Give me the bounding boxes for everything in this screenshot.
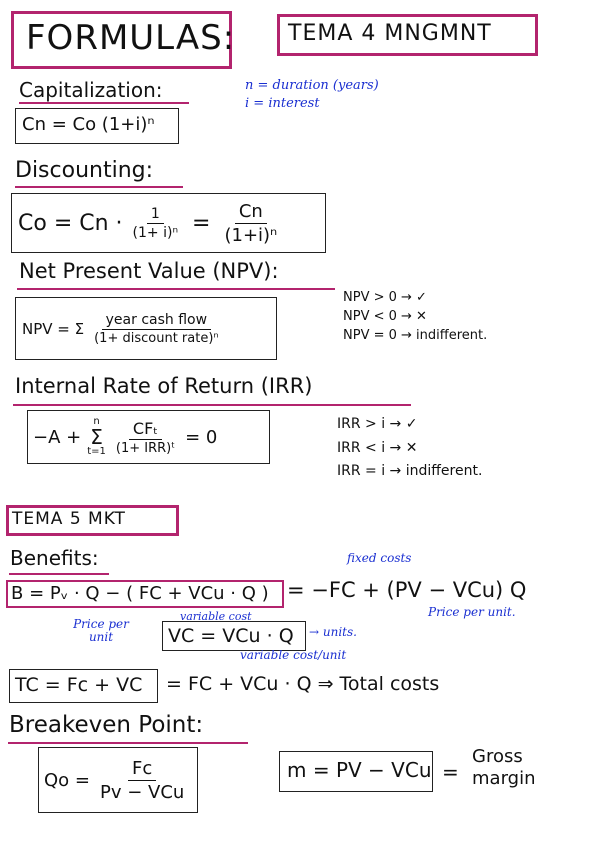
- discounting-frac1-den: (1+ i)ⁿ: [132, 224, 179, 241]
- irr-rule-greater: IRR > i → ✓: [337, 416, 418, 432]
- discounting-lhs: Co = Cn ·: [18, 210, 123, 236]
- irr-num: CFₜ: [128, 419, 163, 440]
- irr-sum: n Σ t=1: [87, 417, 106, 457]
- discounting-fraction-1: 1 (1+ i)ⁿ: [129, 206, 182, 241]
- irr-sum-top: n: [93, 416, 100, 427]
- topic4-box: [277, 14, 538, 56]
- tc-formula-box: [9, 669, 158, 703]
- breakeven-heading: Breakeven Point:: [9, 712, 204, 738]
- benefits-rhs: = −FC + (PV − VCu) Q: [287, 578, 527, 602]
- discounting-frac1-num: 1: [146, 206, 164, 224]
- margin-label: margin: [472, 768, 536, 789]
- capitalization-underline: [19, 102, 189, 104]
- capitalization-formula-box: [15, 108, 179, 144]
- npv-rule-zero: NPV = 0 → indifferent.: [343, 328, 488, 343]
- npv-lhs: NPV = Σ: [22, 320, 85, 338]
- topic5-label: TEMA 5 MKT: [12, 509, 126, 529]
- page-title: FORMULAS:: [26, 18, 236, 58]
- benefits-formula-box: [6, 580, 284, 608]
- irr-sum-bottom: t=1: [87, 446, 106, 457]
- npv-den: (1+ discount rate)ⁿ: [94, 331, 219, 346]
- discounting-frac2-num: Cn: [234, 201, 267, 224]
- irr-underline: [13, 404, 411, 406]
- tc-rhs: = FC + VCu · Q ⇒ Total costs: [166, 673, 440, 695]
- npv-rule-positive: NPV > 0 → ✓: [343, 290, 427, 305]
- npv-heading: Net Present Value (NPV):: [19, 259, 279, 283]
- topic5-box: [6, 505, 179, 536]
- irr-formula-box: [27, 410, 270, 464]
- discounting-equals: =: [192, 210, 211, 236]
- irr-rhs: = 0: [185, 426, 218, 448]
- breakeven-den: Pv − VCu: [99, 781, 185, 803]
- discounting-formula-box: [11, 193, 326, 253]
- title-box: [11, 11, 232, 69]
- breakeven-lhs: Qo =: [44, 769, 90, 791]
- margin-formula-box: [279, 751, 433, 792]
- vc-formula-box: [162, 621, 306, 651]
- vc-formula: VC = VCu · Q: [168, 625, 294, 647]
- irr-fraction: CFₜ (1+ IRR)ᵗ: [112, 419, 179, 456]
- benefits-formula: B = Pᵥ · Q − ( FC + VCu · Q ): [11, 583, 269, 604]
- discounting-frac2-den: (1+i)ⁿ: [224, 224, 278, 246]
- irr-den: (1+ IRR)ᵗ: [115, 440, 176, 456]
- discounting-fraction-2: Cn (1+i)ⁿ: [220, 201, 281, 246]
- discounting-heading: Discounting:: [15, 158, 154, 183]
- topic4-label: TEMA 4 MNGMNT: [288, 21, 492, 46]
- irr-sum-symbol: Σ: [90, 425, 103, 449]
- irr-rule-less: IRR < i → ✕: [337, 440, 418, 456]
- gross-label: Gross: [472, 746, 523, 767]
- note-interest: i = interest: [245, 96, 320, 111]
- note-duration: n = duration (years): [245, 78, 379, 93]
- margin-equals: =: [442, 760, 459, 784]
- irr-lhs: −A +: [33, 426, 82, 448]
- note-units: → units.: [309, 625, 357, 639]
- note-price-per-unit-right: Price per unit.: [428, 605, 516, 619]
- npv-formula-box: [15, 297, 277, 360]
- benefits-heading: Benefits:: [10, 546, 99, 570]
- irr-rule-equal: IRR = i → indifferent.: [337, 463, 483, 479]
- irr-heading: Internal Rate of Return (IRR): [15, 374, 313, 398]
- npv-formula: NPV = Σ year cash flow (1+ discount rate…: [22, 303, 223, 355]
- capitalization-formula: Cn = Co (1+i)ⁿ: [22, 114, 155, 135]
- discounting-underline: [15, 186, 183, 188]
- capitalization-heading: Capitalization:: [19, 78, 163, 102]
- breakeven-formula-box: [38, 747, 198, 813]
- npv-underline: [17, 288, 335, 290]
- benefits-underline: [9, 573, 109, 575]
- breakeven-fraction: Fc Pv − VCu: [96, 758, 188, 803]
- breakeven-underline: [8, 742, 248, 744]
- note-price-per-unit-left: Price per unit: [73, 617, 129, 644]
- npv-fraction: year cash flow (1+ discount rate)ⁿ: [90, 312, 222, 346]
- note-fixed-costs: fixed costs: [347, 551, 412, 565]
- discounting-formula: Co = Cn · 1 (1+ i)ⁿ = Cn (1+i)ⁿ: [18, 199, 281, 247]
- breakeven-num: Fc: [128, 758, 157, 781]
- note-variable-cost-unit: variable cost/unit: [240, 648, 347, 662]
- note-variable-cost: variable cost: [180, 610, 252, 623]
- margin-formula: m = PV − VCu: [287, 758, 432, 782]
- tc-formula: TC = Fc + VC: [15, 674, 143, 696]
- npv-num: year cash flow: [101, 312, 212, 330]
- npv-rule-negative: NPV < 0 → ✕: [343, 309, 427, 324]
- breakeven-formula: Qo = Fc Pv − VCu: [44, 752, 188, 808]
- irr-formula: −A + n Σ t=1 CFₜ (1+ IRR)ᵗ = 0: [33, 412, 217, 462]
